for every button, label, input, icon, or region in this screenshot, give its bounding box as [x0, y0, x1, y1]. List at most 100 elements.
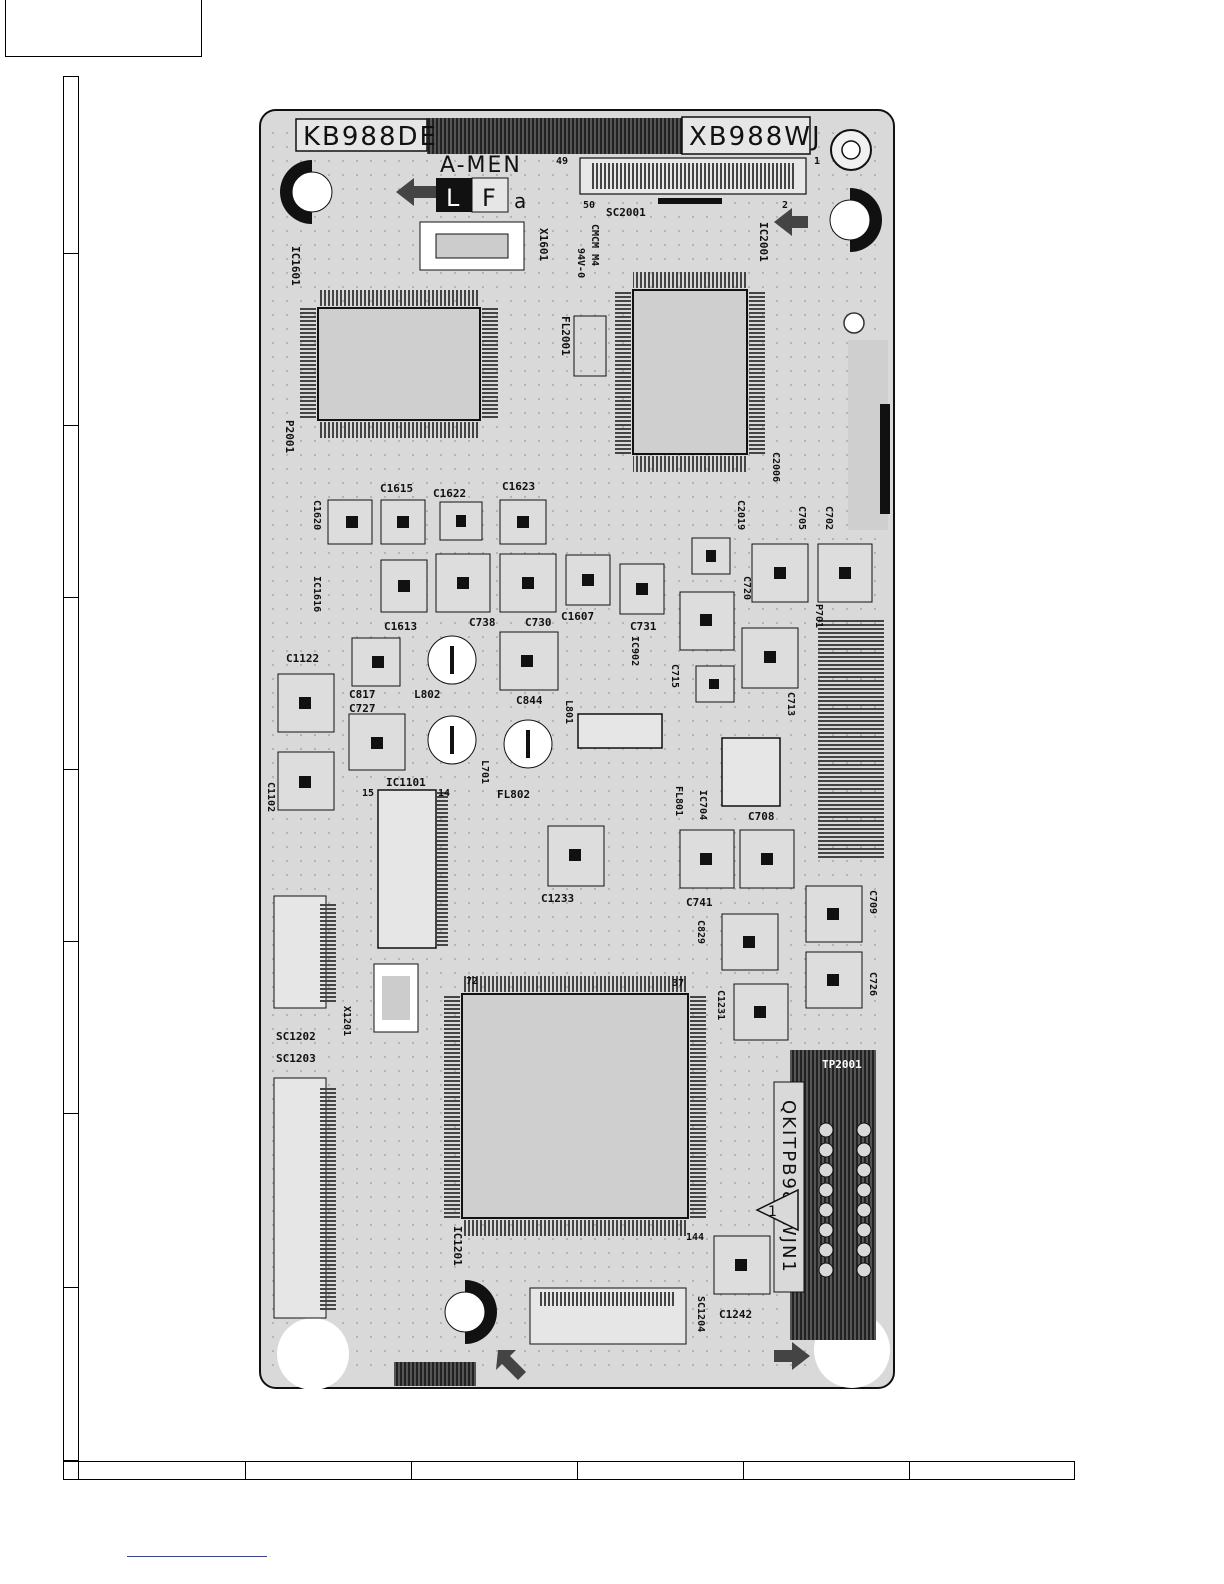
- ref-fl801: FL801: [673, 786, 684, 816]
- page-link-underline[interactable]: [127, 1556, 267, 1557]
- ref-c1623: C1623: [502, 480, 535, 493]
- ref-fl2001: FL2001: [559, 316, 572, 356]
- ref-c738: C738: [469, 616, 496, 629]
- ref-c2006: C2006: [770, 452, 781, 482]
- inductor-l802: [427, 635, 477, 685]
- ruler-tick: [577, 1462, 578, 1479]
- marker-suffix: a: [514, 189, 526, 213]
- label-cmcm: CMCM M4: [589, 224, 600, 266]
- ref-ic1101: IC1101: [386, 776, 426, 789]
- marker-letter-box: [471, 177, 509, 213]
- ref-sc1202: SC1202: [276, 1030, 316, 1043]
- ref-c741: C741: [686, 896, 713, 909]
- mount-hole-inner: [841, 140, 861, 160]
- ref-c1233: C1233: [541, 892, 574, 905]
- ref-ic704: IC704: [697, 790, 708, 820]
- pin-label: 37: [672, 978, 684, 989]
- ref-c1122: C1122: [286, 652, 319, 665]
- arrow-right-icon: [774, 208, 808, 236]
- ref-tp2001: TP2001: [822, 1058, 862, 1071]
- ref-c726: C726: [867, 972, 878, 996]
- ic-ic1601-pins-right: [482, 308, 498, 420]
- ic-ic2001-pins-bottom: [633, 456, 747, 472]
- ref-ic1201: IC1201: [451, 1226, 464, 1266]
- via-hole: [843, 312, 865, 334]
- ref-x1201: X1201: [341, 1006, 352, 1036]
- ruler-tick: [64, 941, 78, 942]
- inductor-l801: [503, 719, 553, 769]
- ref-c1613: C1613: [384, 620, 417, 633]
- ref-c2019: C2019: [735, 500, 746, 530]
- ref-c702: C702: [823, 506, 834, 530]
- ic-ic1101: [377, 789, 437, 949]
- mount-hole-bottom-left: [277, 1318, 349, 1390]
- connector-sc1203-pins: [320, 1086, 336, 1312]
- ref-c1102: C1102: [265, 782, 276, 812]
- pin-label: 49: [556, 156, 568, 167]
- pin-label: 14: [438, 788, 450, 799]
- connector-sc1203: [273, 1077, 327, 1319]
- side-letter: L: [446, 184, 460, 212]
- ruler-tick: [78, 1462, 79, 1479]
- module-name-label: A-MEN: [440, 153, 522, 178]
- jack-left-top-hole: [291, 171, 333, 213]
- ruler-tick: [64, 597, 78, 598]
- crystal-x1201-body: [382, 976, 410, 1020]
- ruler-tick: [909, 1462, 910, 1479]
- warning-triangle-icon: [755, 1188, 799, 1232]
- ic-ic1601-pins-top: [318, 290, 480, 306]
- ic-ic1601-pins-left: [300, 308, 316, 420]
- left-code-label: KB988DE: [303, 122, 438, 152]
- ref-sc1204: SC1204: [695, 1296, 706, 1332]
- pin-label: 15: [362, 788, 374, 799]
- ref-ic902: IC902: [629, 636, 640, 666]
- ruler-tick: [411, 1462, 412, 1479]
- ref-l701: L701: [479, 760, 490, 784]
- inductor-l701: [427, 715, 477, 765]
- capacitor-row-3: [277, 591, 799, 811]
- ic-ic2001-pins-top: [633, 272, 747, 288]
- ref-c727: C727: [349, 702, 376, 715]
- ref-c1607: C1607: [561, 610, 594, 623]
- ic-ic1101-pins: [436, 790, 448, 948]
- ref-c1615: C1615: [380, 482, 413, 495]
- ic-ic1201: [461, 993, 689, 1219]
- ref-sc2001: SC2001: [606, 206, 646, 219]
- ref-c709: C709: [867, 890, 878, 914]
- ic-ic2001: [632, 289, 748, 455]
- ref-c705: C705: [796, 506, 807, 530]
- side-letter-box: [436, 178, 472, 212]
- ic-ic1601: [317, 307, 481, 421]
- capacitor-row-1: [327, 499, 547, 545]
- crystal-x1601-body: [435, 233, 509, 259]
- ref-c829: C829: [695, 920, 706, 944]
- ref-c1622: C1622: [433, 487, 466, 500]
- rev-mark-label: 1: [768, 1204, 777, 1220]
- right-code-label: XB988WJ: [689, 122, 822, 152]
- ic-ic902: [577, 713, 663, 749]
- ref-c708: C708: [748, 810, 775, 823]
- ref-c817: C817: [349, 688, 376, 701]
- pin-label: 144: [686, 1232, 704, 1243]
- ruler-tick: [64, 425, 78, 426]
- arrow-left-icon: [396, 178, 436, 206]
- ref-c720: C720: [741, 576, 752, 600]
- ic-ic2001-pins-left: [615, 290, 631, 454]
- capacitor-row-2: [380, 537, 873, 615]
- side-connector-bar: [880, 404, 890, 514]
- ic-ic1201-pins-left: [444, 994, 460, 1218]
- footer-code-label: QKITPB988WJN1: [778, 1100, 799, 1274]
- ruler-tick: [64, 1287, 78, 1288]
- connector-p701-pins: [818, 618, 884, 858]
- ref-fl802: FL802: [497, 788, 530, 801]
- ref-x1601: X1601: [537, 228, 550, 261]
- pin-label: 72: [466, 976, 478, 987]
- arrow-diagonal-icon: [496, 1350, 526, 1380]
- ruler-tick: [64, 1460, 78, 1461]
- right-code-box: [681, 116, 811, 155]
- ref-c1242: C1242: [719, 1308, 752, 1321]
- connector-sc1202: [273, 895, 327, 1009]
- pin-label: 1: [814, 156, 820, 167]
- pin-label: 2: [782, 200, 788, 211]
